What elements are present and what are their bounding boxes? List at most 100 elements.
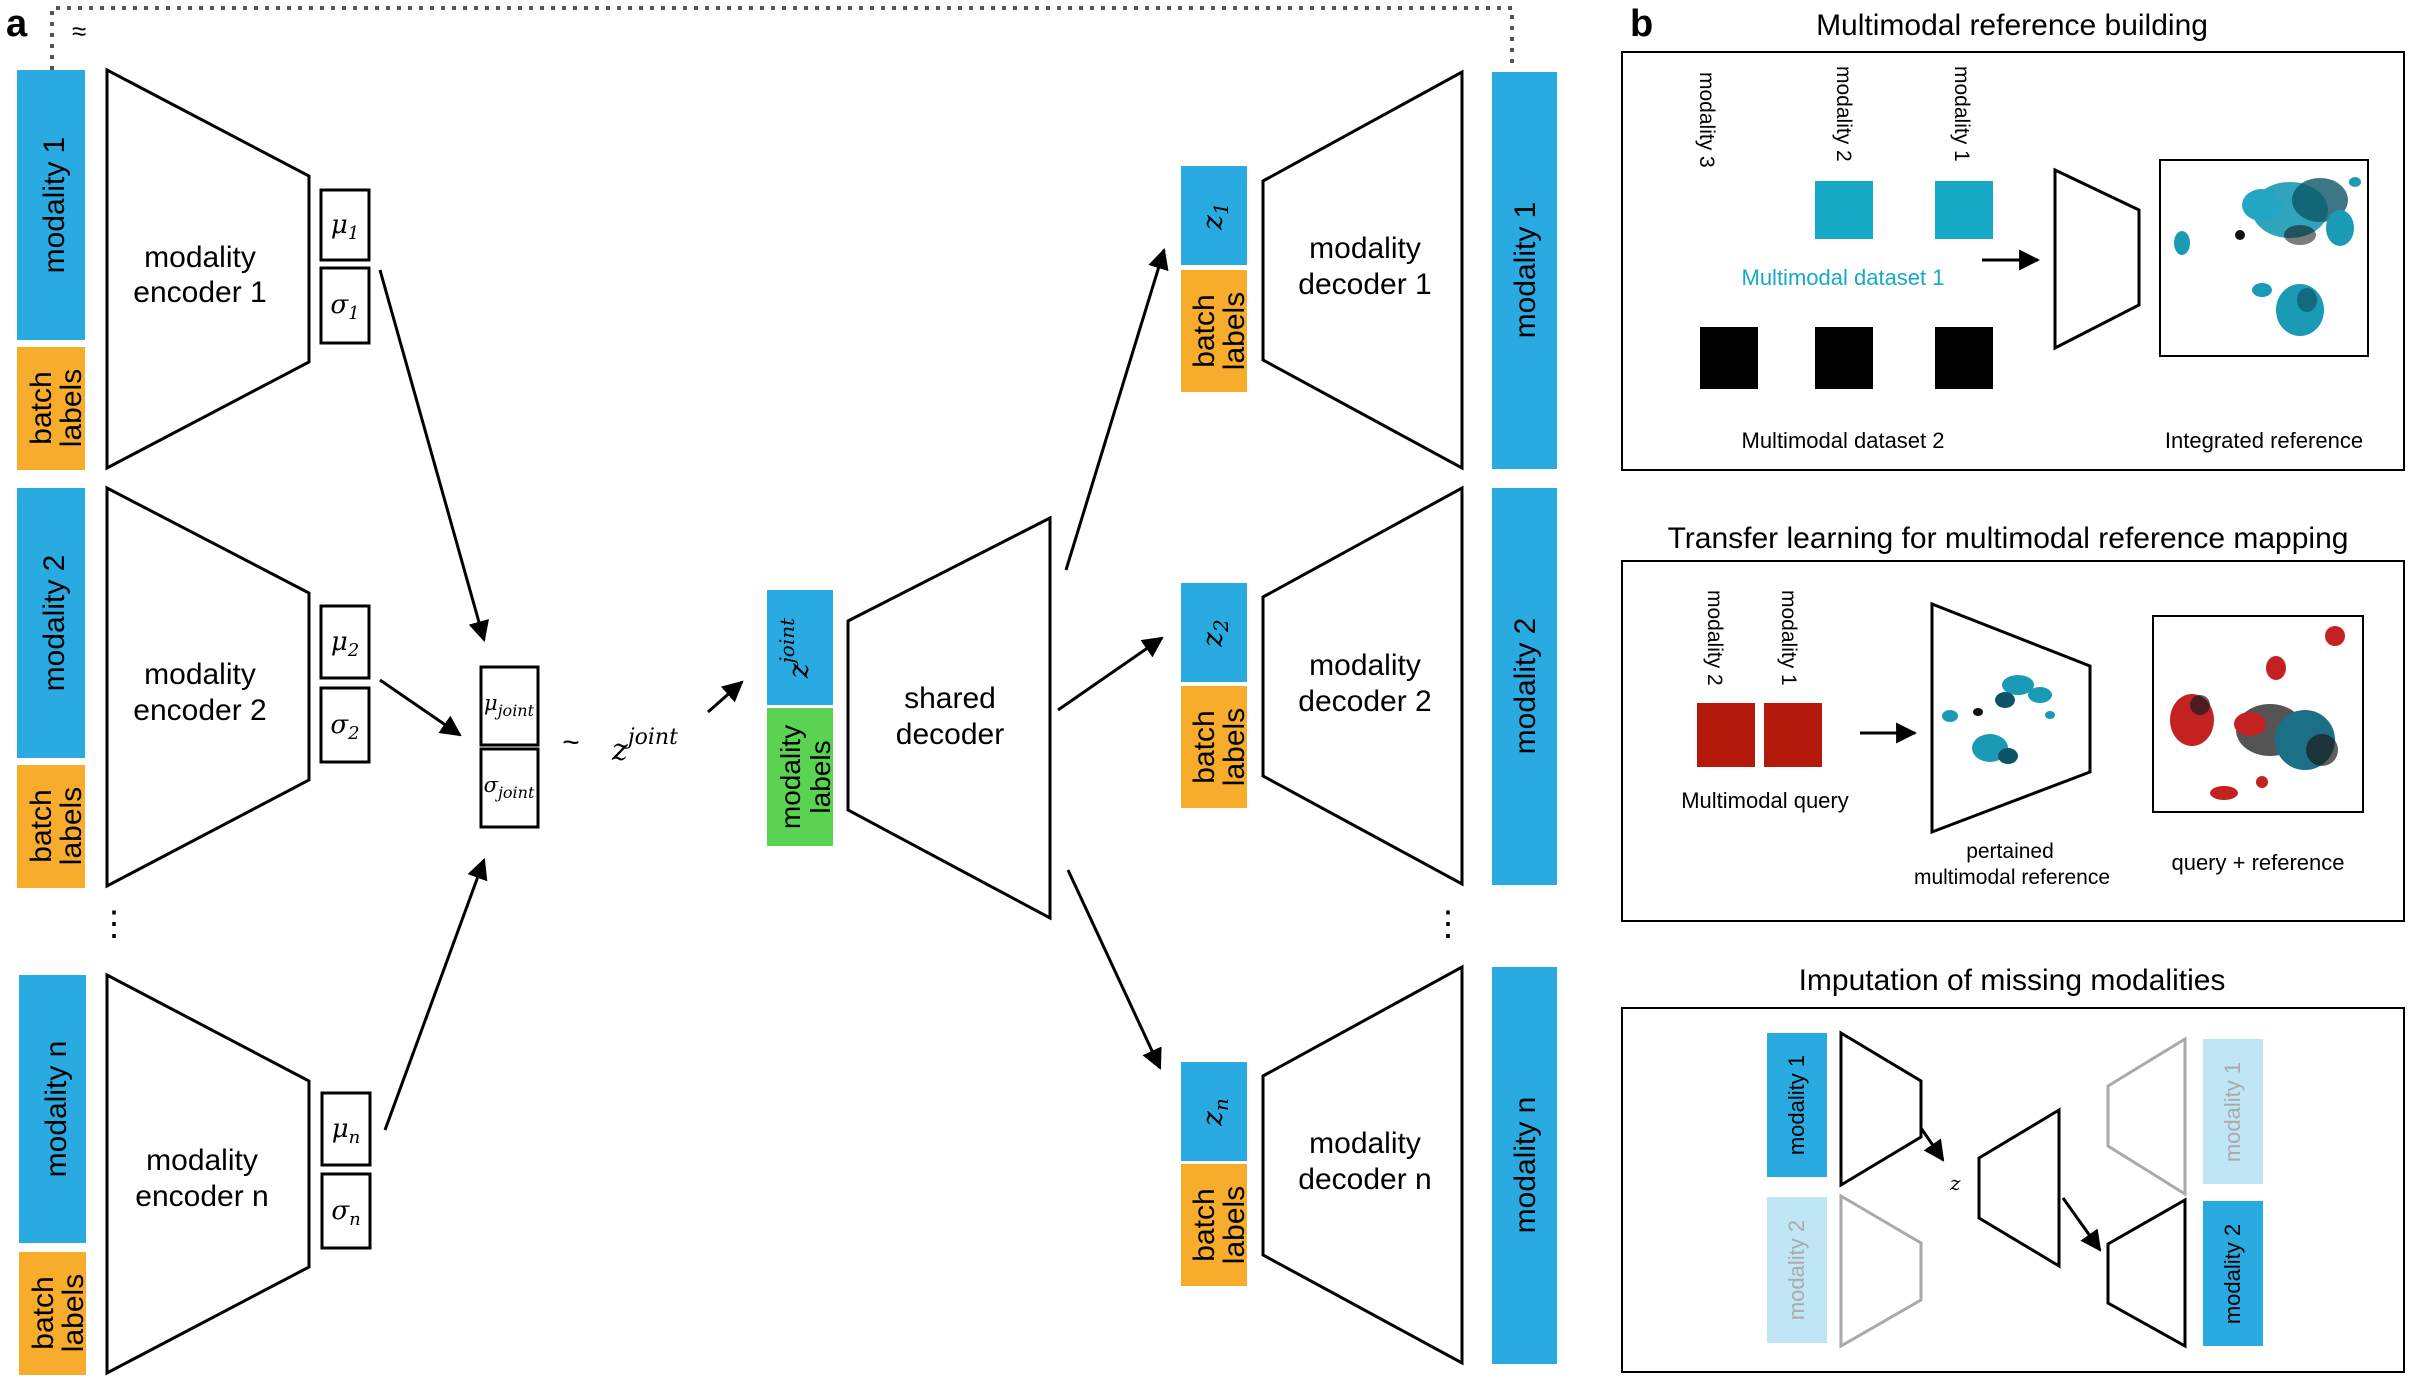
sigma-label: σ2 xyxy=(330,710,359,744)
joint-distribution: μjoint σjoint ~ zjoint xyxy=(479,665,678,829)
batch-labels-bar xyxy=(1181,270,1247,392)
imputation-arrow-out xyxy=(2061,1197,2102,1252)
box1-col-label-2: modality 2 xyxy=(1832,66,1855,162)
batch-labels-text: batchlabels xyxy=(25,369,88,447)
batch-labels-text: batchlabels xyxy=(27,1274,90,1352)
multimodal-query-label: Multimodal query xyxy=(1681,788,1849,813)
encoder-block-2: modality 2 batchlabels modality encoder … xyxy=(17,485,371,889)
imputation-input-present-label: modality 1 xyxy=(1784,1055,1809,1155)
shared-decoder-block: zjoint modalitylabels shared decoder xyxy=(767,515,1052,921)
encoder-title: modality xyxy=(144,658,256,691)
sigma-box xyxy=(320,1172,372,1250)
imputation-input-present xyxy=(1767,1033,1827,1177)
input-modality-label: modality 1 xyxy=(38,137,71,274)
decoder-sub: decoder 2 xyxy=(1298,685,1431,718)
encoder-title: modality xyxy=(144,241,256,274)
pretrained-label-line2: multimodal reference xyxy=(1914,866,2110,889)
mu-box xyxy=(319,604,371,680)
batch-labels-text: batchlabels xyxy=(1188,1186,1251,1264)
decoder-trapezoid xyxy=(1261,69,1464,471)
output-modality-label: modality 1 xyxy=(1509,202,1542,339)
mu-label: μ1 xyxy=(331,210,359,244)
mu-label: μ2 xyxy=(331,627,359,661)
arrow-encn-joint xyxy=(383,858,488,1131)
query-square-m1 xyxy=(1764,703,1822,767)
output-modality-label: modality n xyxy=(1509,1097,1542,1234)
imputation-latent: z xyxy=(1949,1171,1961,1195)
decoder-sub: decoder n xyxy=(1298,1163,1431,1196)
modality-labels-text: modalitylabels xyxy=(775,725,836,829)
tilde: ~ xyxy=(562,726,580,759)
imputation-arrow-in xyxy=(1919,1127,1945,1162)
mu-label: μn xyxy=(332,1114,361,1148)
query-reference-umap-plot xyxy=(2170,626,2345,800)
box1-frame xyxy=(1621,51,2405,471)
arrow-enc1-joint xyxy=(378,269,489,643)
box3-frame xyxy=(1621,1007,2405,1373)
query-reference-label: query + reference xyxy=(2171,850,2344,875)
decoder-title: modality xyxy=(1309,649,1421,682)
dataset1-square-m1 xyxy=(1935,181,1993,239)
decoder-trapezoid xyxy=(1261,964,1464,1366)
z-joint: zjoint xyxy=(611,725,678,768)
box2-frame xyxy=(1621,560,2405,922)
z-joint-latent-bar xyxy=(767,590,833,705)
decoder-trapezoid xyxy=(1261,485,1464,887)
box1-col-label-1: modality 1 xyxy=(1950,66,1973,162)
output-modality-label: modality 2 xyxy=(1509,618,1542,755)
batch-labels-text: batchlabels xyxy=(1188,708,1251,786)
imputation-input-missing-label: modality 2 xyxy=(1784,1220,1809,1320)
mu-joint-box xyxy=(479,665,540,747)
encoder-block-n: modality n batchlabels modality encoder … xyxy=(19,972,372,1376)
encoder-block-1: modality 1 batchlabels modality encoder … xyxy=(17,67,371,471)
pretrained-label-line1: pertained xyxy=(1966,840,2054,863)
vertical-dots-right: ⋮ xyxy=(1431,905,1465,943)
box3-title: Imputation of missing modalities xyxy=(1799,964,2226,997)
arrow-shared-dec1 xyxy=(1064,247,1169,571)
imputation-decoder-1-faded xyxy=(2106,1036,2187,1197)
encoder-sub: encoder 1 xyxy=(133,276,266,309)
encoder-trapezoid xyxy=(105,67,311,471)
dotted-connection xyxy=(50,6,1514,70)
decoder-sub: decoder 1 xyxy=(1298,268,1431,301)
sigma-box xyxy=(319,266,371,345)
encoder-sub: encoder n xyxy=(135,1180,268,1213)
modality-labels-bar xyxy=(767,708,833,846)
integrated-umap-plot xyxy=(2174,177,2361,336)
decoder-block-n: zn batchlabels modality decoder n modali… xyxy=(1181,964,1557,1366)
encoder-trapezoid xyxy=(105,485,311,889)
input-modality-label: modality 2 xyxy=(38,555,71,692)
z-latent-label: zn xyxy=(1196,1098,1233,1127)
input-modality-label: modality n xyxy=(40,1041,73,1178)
integrated-reference-label: Integrated reference xyxy=(2165,428,2363,453)
mu-box xyxy=(320,1091,372,1167)
arrow-shared-dec2 xyxy=(1057,636,1164,712)
batch-labels-text: batchlabels xyxy=(1188,292,1251,370)
pretrained-umap-plot xyxy=(1942,675,2055,764)
box2-col-label-2: modality 2 xyxy=(1703,590,1726,686)
imputation-latent-trapezoid xyxy=(1977,1107,2061,1269)
dataset2-square-m3 xyxy=(1700,327,1758,389)
batch-labels-bar xyxy=(17,765,85,888)
z-latent-label: z2 xyxy=(1196,619,1233,648)
sigma-joint-box xyxy=(479,747,540,829)
batch-labels-bar xyxy=(19,1252,86,1375)
decoder-title: modality xyxy=(1309,1127,1421,1160)
z-latent-label: z1 xyxy=(1196,202,1233,231)
batch-labels-bar xyxy=(1181,1164,1247,1286)
box1-title: Multimodal reference building xyxy=(1816,9,2208,42)
decoder-title: modality xyxy=(1309,232,1421,265)
dataset2-label: Multimodal dataset 2 xyxy=(1742,428,1945,453)
dataset2-square-m1 xyxy=(1935,327,1993,389)
vertical-dots-left: ⋮ xyxy=(97,905,131,943)
mu-joint-label: μjoint xyxy=(484,691,535,720)
imputation-output-present-label: modality 2 xyxy=(2220,1224,2245,1324)
batch-labels-bar xyxy=(1181,686,1247,808)
input-modality-bar xyxy=(19,975,86,1243)
imputation-output-missing-label: modality 1 xyxy=(2220,1062,2245,1162)
z-joint-latent-label: zjoint xyxy=(775,617,815,679)
box1-model-trapezoid xyxy=(2053,167,2141,351)
shared-decoder-sub: decoder xyxy=(896,718,1004,751)
input-modality-bar xyxy=(17,488,85,758)
